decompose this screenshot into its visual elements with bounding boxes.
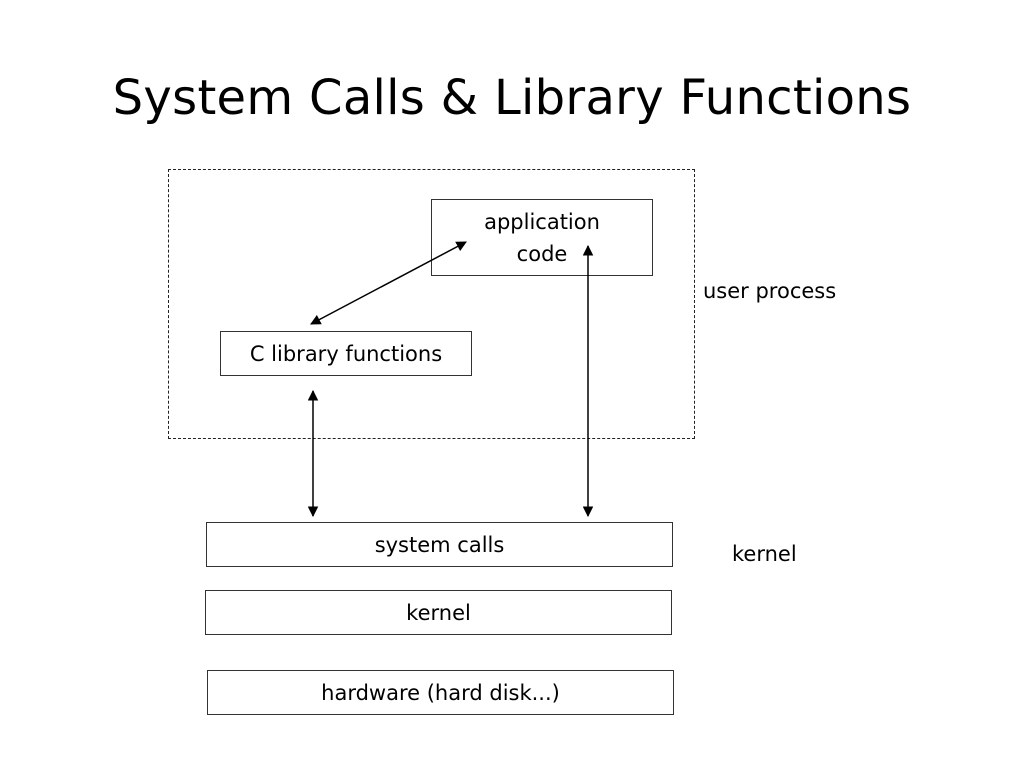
library-application-arrow (310, 241, 467, 325)
system-calls-box: system calls (206, 522, 673, 567)
kernel-box-label: kernel (406, 600, 471, 625)
slide-title: System Calls & Library Functions (112, 70, 912, 126)
system-calls-label: system calls (374, 532, 505, 557)
hardware-label: hardware (hard disk...) (321, 680, 560, 705)
kernel-side-label: kernel (732, 542, 797, 566)
c-library-functions-label: C library functions (249, 341, 443, 366)
application-code-box: application code (431, 199, 653, 276)
user-process-region (168, 169, 695, 439)
application-code-label-line2: code (516, 241, 568, 266)
application-code-label-line1: application (484, 209, 600, 234)
c-library-functions-box: C library functions (220, 331, 472, 376)
user-process-label: user process (703, 279, 837, 303)
kernel-box: kernel (205, 590, 672, 635)
hardware-box: hardware (hard disk...) (207, 670, 674, 715)
